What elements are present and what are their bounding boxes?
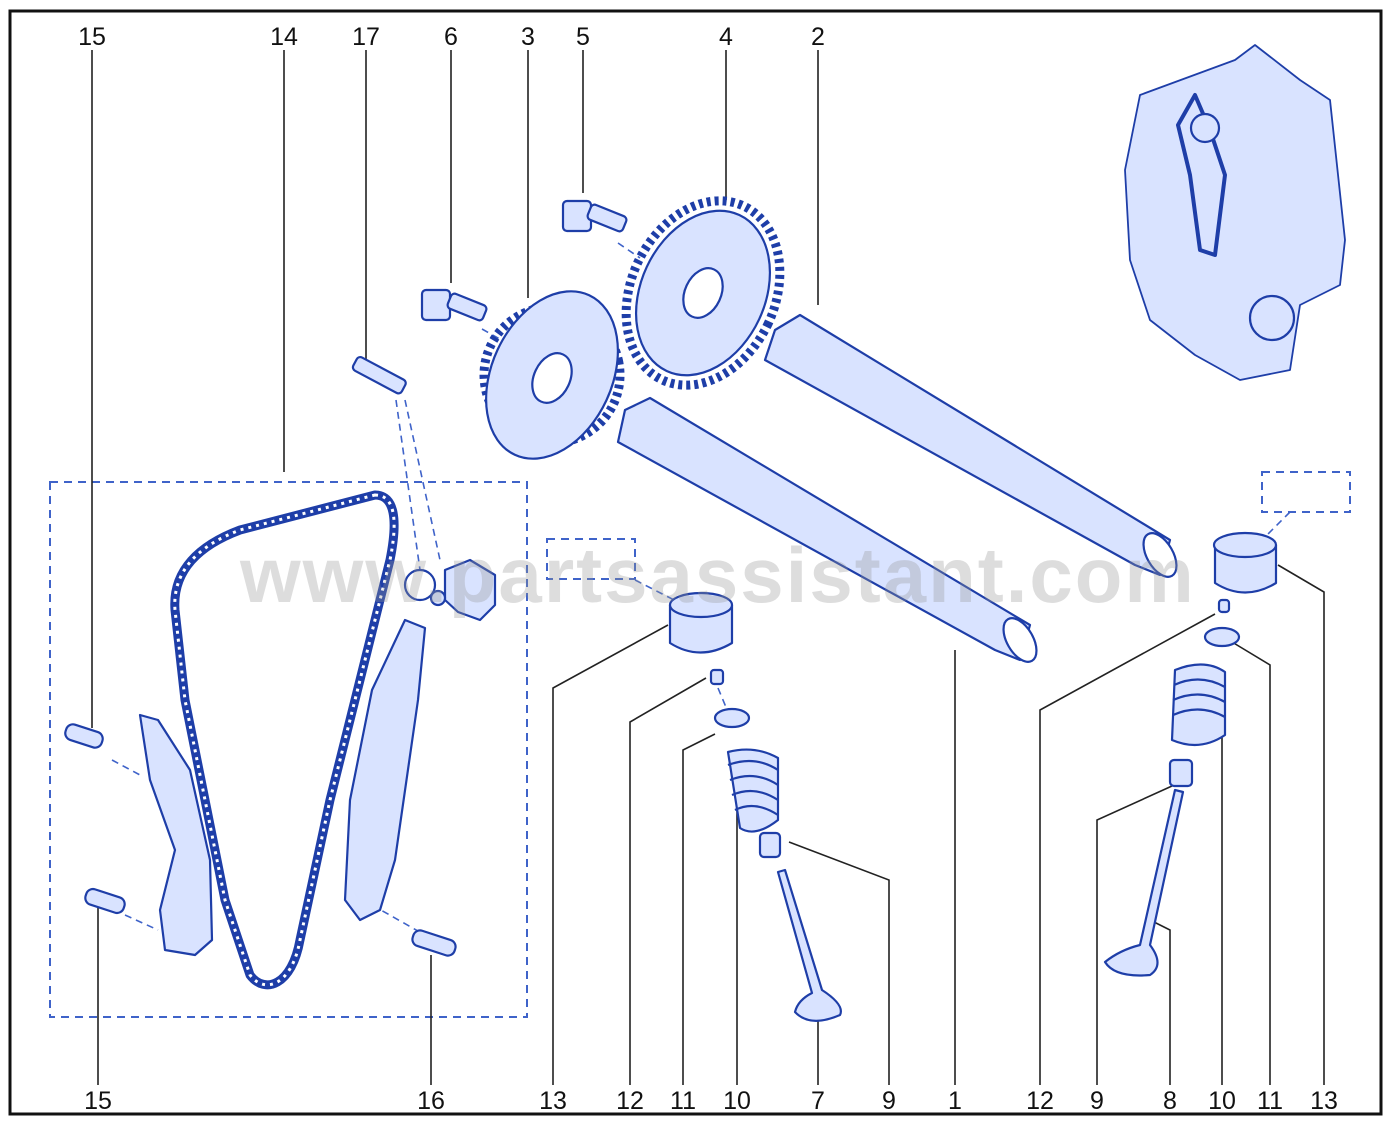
label-3: 3 — [521, 23, 535, 51]
engine-overview-pulley — [1248, 294, 1296, 342]
label-9-left: 9 — [882, 1087, 896, 1115]
watermark: www.partsassistant.com — [240, 531, 1196, 619]
valve-8 — [1103, 788, 1185, 977]
label-8: 8 — [1163, 1087, 1177, 1115]
label-17: 17 — [352, 23, 380, 51]
tensioner-plunger — [429, 589, 447, 607]
label-1: 1 — [948, 1087, 962, 1115]
label-15-bottom: 15 — [84, 1087, 112, 1115]
label-13-right: 13 — [1310, 1087, 1338, 1115]
spring-retainer-11-left — [713, 707, 751, 729]
chain-guide-right — [343, 618, 427, 922]
valve-spring-10-right-coils — [1172, 678, 1226, 718]
label-9-right: 9 — [1090, 1087, 1104, 1115]
timing-chain-kit-box — [49, 481, 528, 1018]
spring-retainer-11-right — [1203, 626, 1241, 648]
label-14: 14 — [270, 23, 298, 51]
tappet-13-right-top — [1212, 531, 1278, 559]
valve-collet-12-left — [709, 668, 725, 686]
label-6: 6 — [444, 23, 458, 51]
label-10-left: 10 — [723, 1087, 751, 1115]
label-16: 16 — [417, 1087, 445, 1115]
camshaft-sprocket-4 — [621, 196, 785, 390]
hydraulic-tensioner — [443, 558, 497, 622]
tappet-placeholder-left — [546, 538, 636, 580]
label-12-right: 12 — [1026, 1087, 1054, 1115]
dowel-pin-16 — [411, 929, 457, 957]
label-4: 4 — [719, 23, 733, 51]
chain-tensioner-arm — [138, 713, 214, 957]
valve-stem-seal-9-right — [1168, 758, 1194, 788]
camshaft-sprocket-3-hub — [531, 352, 573, 404]
label-10-right: 10 — [1208, 1087, 1236, 1115]
outer-frame — [8, 9, 1383, 1116]
leader-lines — [91, 50, 1325, 1085]
valve-7 — [776, 868, 842, 1022]
valve-stem-seal-9-left — [758, 831, 782, 859]
engine-overview-sprocket — [1189, 112, 1221, 144]
tappet-placeholder-right — [1261, 471, 1351, 513]
bolt-6-head — [420, 288, 452, 322]
bolt-6-shank — [446, 292, 488, 322]
label-15-top: 15 — [78, 23, 106, 51]
valve-collet-12-right — [1217, 598, 1231, 614]
label-5: 5 — [576, 23, 590, 51]
dowel-pin-15-top — [64, 723, 104, 749]
tensioner-seal-ring — [403, 568, 437, 602]
valve-spring-10-left-coils — [727, 759, 779, 816]
label-11-right: 11 — [1257, 1087, 1283, 1115]
label-11-left: 11 — [670, 1087, 696, 1115]
label-12-left: 12 — [616, 1087, 644, 1115]
bolt-5-shank — [586, 203, 628, 233]
camshaft-sprocket-4-hub — [682, 267, 724, 319]
label-13-left: 13 — [539, 1087, 567, 1115]
dowel-pin-15-bottom — [84, 887, 126, 915]
label-2: 2 — [811, 23, 825, 51]
timing-chain-inner — [173, 493, 396, 987]
bolt-17 — [351, 355, 407, 395]
tappet-13-right — [1213, 543, 1278, 594]
tappet-13-left-top — [668, 591, 734, 619]
engine-overview-thumbnail — [1124, 44, 1346, 381]
tappet-13-left — [668, 603, 734, 654]
label-7: 7 — [811, 1087, 825, 1115]
valve-spring-10-right — [1170, 663, 1227, 747]
camshaft-2-end — [1142, 532, 1178, 578]
camshaft-1-end — [1002, 617, 1038, 663]
